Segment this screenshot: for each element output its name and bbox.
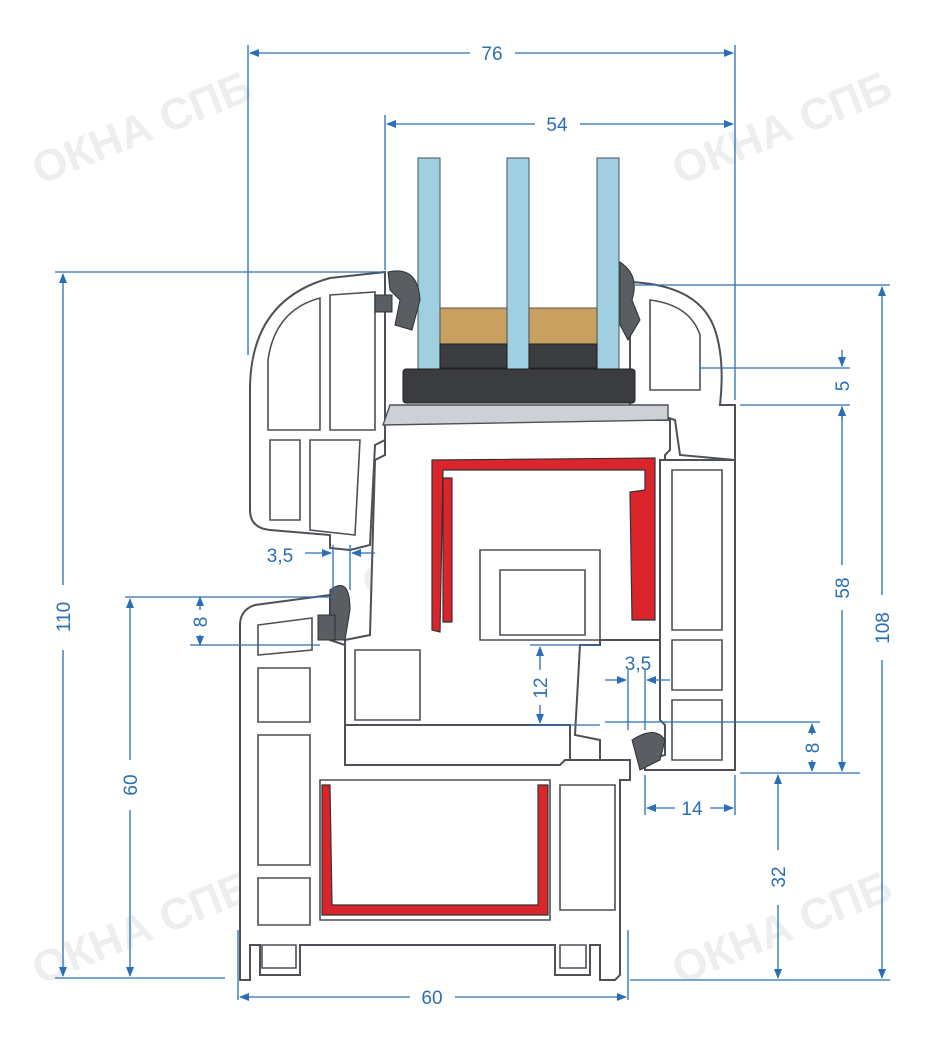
glass-pane-middle xyxy=(506,157,530,371)
dimension-labels: 76 54 110 108 58 5 3,5 8 60 12 3,5 8 14 … xyxy=(54,44,894,1009)
dim-108-label: 108 xyxy=(873,612,894,644)
spacer-sealant-1 xyxy=(439,343,508,369)
dim-3-5-right-label: 3,5 xyxy=(625,654,651,675)
dim-110-label: 110 xyxy=(54,602,75,632)
dim-76-label: 76 xyxy=(481,44,502,65)
glazing-block xyxy=(402,368,636,404)
dim-54-label: 54 xyxy=(546,115,568,136)
dim-3-5-left-label: 3,5 xyxy=(267,546,293,567)
dim-8-left-label: 8 xyxy=(191,617,212,628)
seal-glass-inner xyxy=(619,261,641,342)
gaskets xyxy=(317,261,666,771)
dim-32-label: 32 xyxy=(769,866,790,887)
sash-reinforcement-inner xyxy=(442,477,453,623)
spacer-sealant-2 xyxy=(528,343,598,369)
glass-pane-inner xyxy=(596,157,620,371)
watermark-top-left: ОКНА СПБ xyxy=(25,62,258,194)
frame-profile xyxy=(239,593,631,981)
dim-60-vertical-label: 60 xyxy=(121,774,142,795)
seal-frame-right xyxy=(631,732,666,771)
seal-sash-left-b xyxy=(317,614,336,641)
spacer-desiccant-2 xyxy=(528,307,598,345)
triple-glazing xyxy=(402,157,636,404)
frame-reinforcement xyxy=(321,784,549,916)
dim-60-bottom-label: 60 xyxy=(421,988,442,1009)
dim-14-label: 14 xyxy=(681,799,703,820)
dim-58-label: 58 xyxy=(833,577,854,598)
watermark-bottom-left: ОКНА СПБ xyxy=(25,862,258,994)
seal-glass-outer xyxy=(387,270,421,331)
watermark-top-right: ОКНА СПБ xyxy=(665,62,898,194)
steel-reinforcement xyxy=(321,457,656,916)
dim-12-label: 12 xyxy=(531,677,552,698)
dim-5-label: 5 xyxy=(833,381,854,392)
glazing-bead xyxy=(382,404,669,426)
sash-profile xyxy=(249,270,736,771)
glass-pane-outer xyxy=(417,157,441,371)
dim-8-right-label: 8 xyxy=(803,743,824,754)
seal-sash-top-left xyxy=(374,294,393,313)
sash-reinforcement xyxy=(431,457,656,633)
dimension-lines xyxy=(55,45,890,1001)
spacer-desiccant-1 xyxy=(439,307,508,345)
